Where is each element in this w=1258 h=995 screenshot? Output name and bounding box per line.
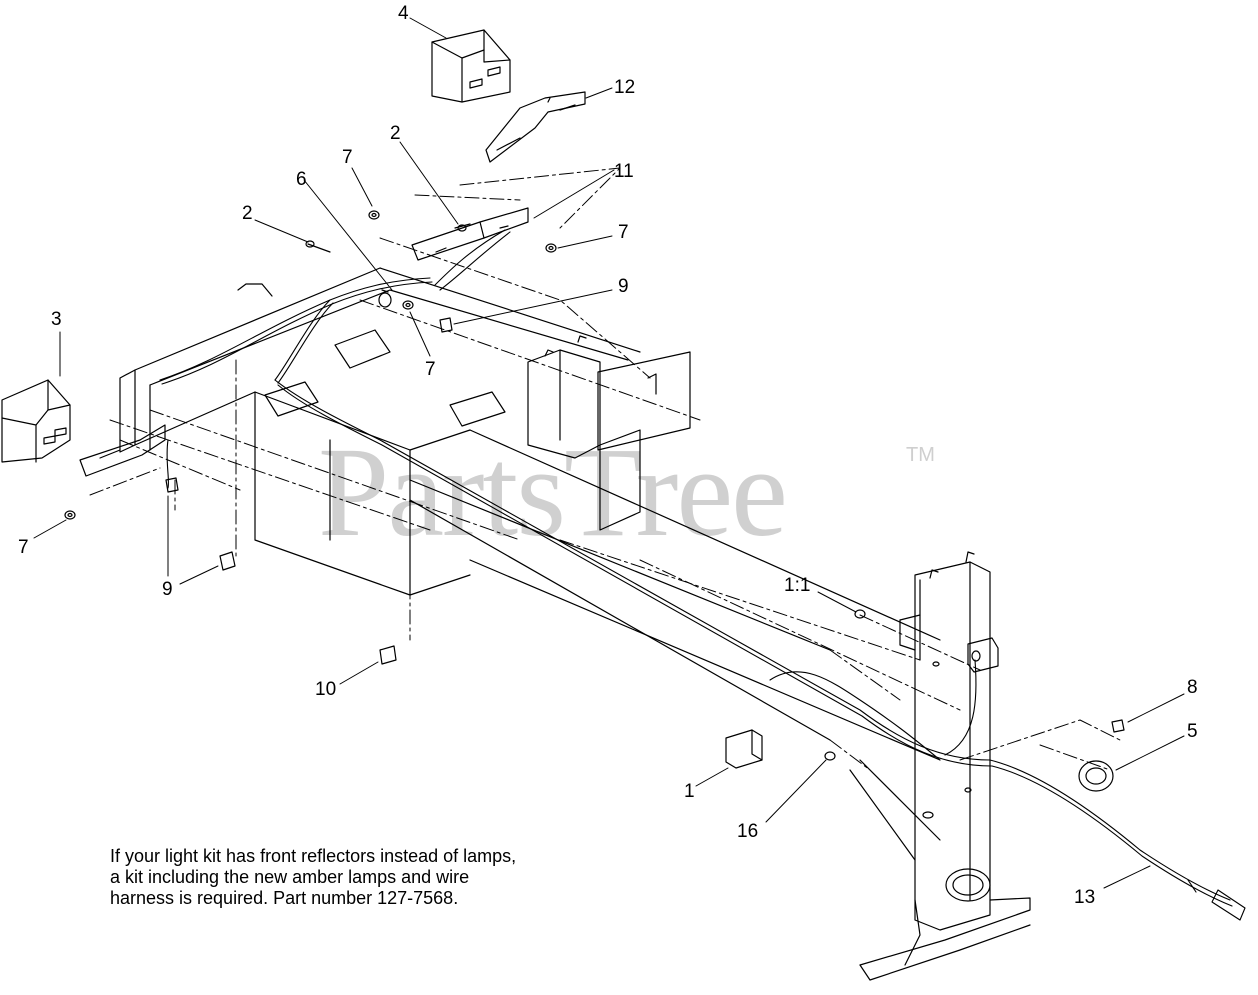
note-line-3: harness is required. Part number 127-756… [110,888,459,908]
frame-stand [849,551,1031,981]
callout-2-left: 2 [242,203,253,224]
callout-11: 11 [614,161,634,182]
assembly-centerlines [89,167,1121,771]
bracket-11 [411,207,529,261]
watermark-trademark: TM [906,444,935,466]
callout-7-top: 7 [342,147,353,168]
frame-beam [119,267,941,761]
callout-4: 4 [398,3,409,24]
callout-1: 1 [684,781,695,802]
callout-1-1: 1:1 [784,575,811,596]
callout-7-mid: 7 [425,359,436,380]
callout-8: 8 [1187,677,1198,698]
callout-13: 13 [1074,887,1096,908]
wire-harness [159,229,1246,921]
light-kit-note: If your light kit has front reflectors i… [110,846,516,909]
callout-9-left: 9 [162,579,173,600]
callout-7-left: 7 [18,537,29,558]
callout-9-right: 9 [618,276,629,297]
bracket-left [79,424,166,477]
callout-12: 12 [614,77,636,98]
note-line-1: If your light kit has front reflectors i… [110,846,517,866]
leader-lines [33,17,1185,889]
note-line-2: a kit including the new amber lamps and … [110,867,470,887]
callout-7-right: 7 [618,222,629,243]
callout-10: 10 [315,679,337,700]
lamp-4 [431,29,511,103]
bracket-12 [485,91,586,163]
callout-16: 16 [737,821,759,842]
lamp-3 [1,379,71,463]
callout-3: 3 [51,309,62,330]
callout-2-top: 2 [390,123,401,144]
hardware [64,210,1125,792]
callout-6: 6 [296,169,307,190]
callout-5: 5 [1187,721,1198,742]
